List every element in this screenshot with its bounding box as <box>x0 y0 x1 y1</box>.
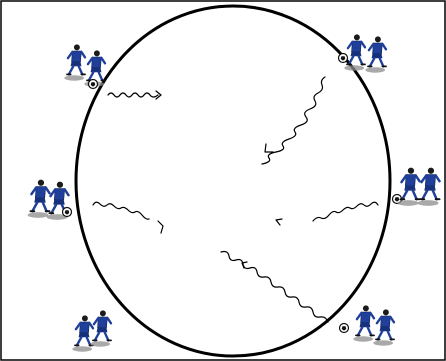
ball-icon <box>338 322 350 334</box>
dribble-path-from-bottom-right <box>220 250 329 323</box>
ball-icon <box>87 78 99 90</box>
ball-icon <box>61 206 73 218</box>
dribble-path-from-top-right <box>261 76 326 165</box>
dribble-path-from-middle-left <box>92 201 164 234</box>
dribble-path-from-top-left <box>107 90 162 100</box>
ball-icon <box>337 52 349 64</box>
dribble-path-from-middle-right <box>275 201 379 226</box>
center-circle <box>74 4 392 358</box>
